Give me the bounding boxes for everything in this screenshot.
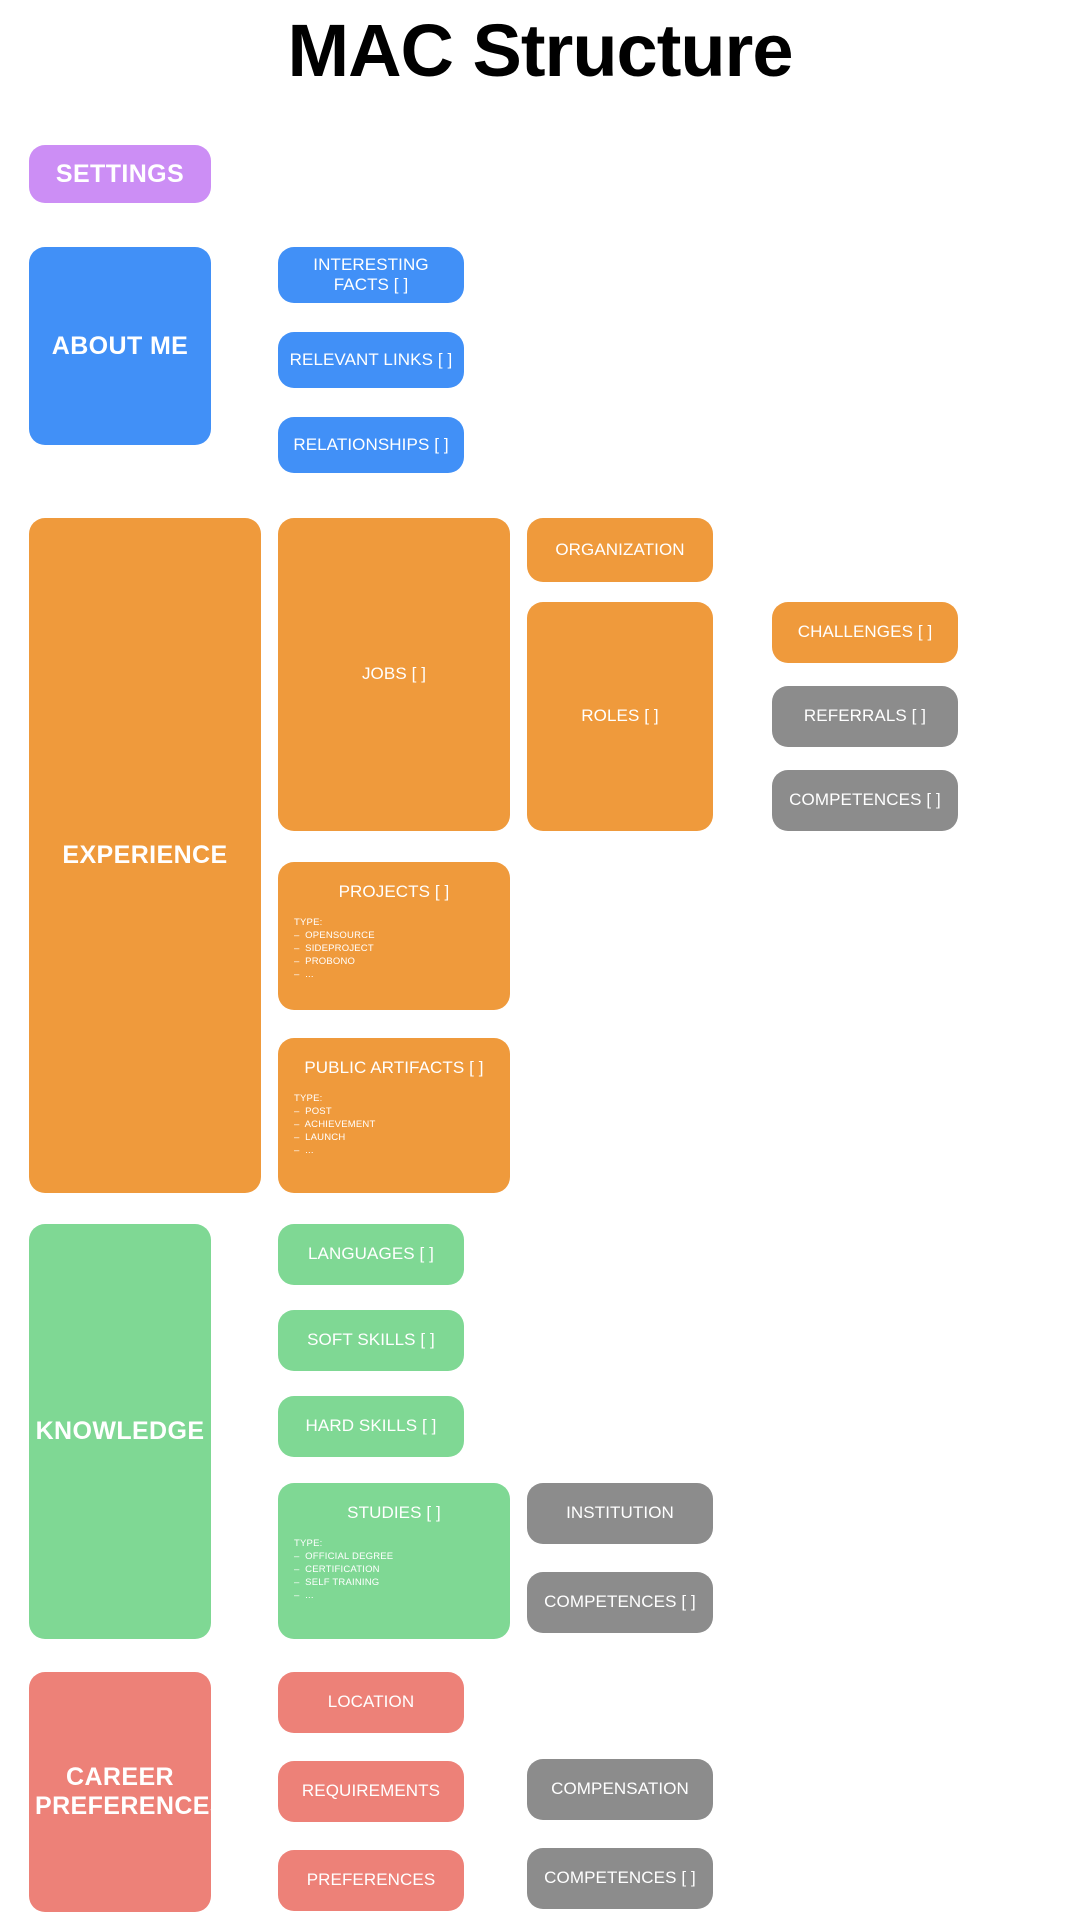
node-public-artifacts[interactable]: PUBLIC ARTIFACTS [ ] TYPE: – POST – ACHI… bbox=[278, 1038, 510, 1193]
node-knowledge-label: KNOWLEDGE bbox=[35, 1417, 205, 1446]
node-relevant-links[interactable]: RELEVANT LINKS [ ] bbox=[278, 332, 464, 388]
studies-type-item: – CERTIFICATION bbox=[294, 1564, 380, 1576]
node-relationships-label: RELATIONSHIPS [ ] bbox=[293, 434, 449, 454]
node-location-label: LOCATION bbox=[327, 1692, 415, 1712]
node-competences-studies-label: COMPETENCES [ ] bbox=[544, 1592, 696, 1612]
node-studies-label: STUDIES [ ] bbox=[347, 1503, 441, 1522]
public-artifacts-type-item: – POST bbox=[294, 1106, 332, 1118]
studies-type-item: – ... bbox=[294, 1590, 314, 1602]
node-experience-label: EXPERIENCE bbox=[62, 841, 228, 870]
node-career-preferences-label-line1: CAREER bbox=[66, 1763, 174, 1792]
node-knowledge[interactable]: KNOWLEDGE bbox=[29, 1224, 211, 1639]
node-languages-label: LANGUAGES [ ] bbox=[307, 1244, 434, 1264]
node-settings-label: SETTINGS bbox=[55, 159, 185, 188]
node-studies[interactable]: STUDIES [ ] TYPE: – OFFICIAL DEGREE – CE… bbox=[278, 1483, 510, 1639]
node-about-me-label: ABOUT ME bbox=[51, 331, 189, 360]
node-challenges[interactable]: CHALLENGES [ ] bbox=[772, 602, 958, 663]
projects-type-list: TYPE: – OPENSOURCE – SIDEPROJECT – PROBO… bbox=[278, 916, 375, 981]
node-interesting-facts[interactable]: INTERESTING FACTS [ ] bbox=[278, 247, 464, 303]
node-competences-preferences[interactable]: COMPETENCES [ ] bbox=[527, 1848, 713, 1909]
node-institution[interactable]: INSTITUTION bbox=[527, 1483, 713, 1544]
node-preferences-label: PREFERENCES bbox=[306, 1870, 436, 1890]
node-jobs[interactable]: JOBS [ ] bbox=[278, 518, 510, 831]
page-title: MAC Structure bbox=[287, 9, 793, 92]
node-jobs-label: JOBS [ ] bbox=[361, 664, 427, 684]
node-challenges-label: CHALLENGES [ ] bbox=[797, 622, 933, 642]
studies-type-list: TYPE: – OFFICIAL DEGREE – CERTIFICATION … bbox=[278, 1537, 393, 1602]
projects-type-item: – SIDEPROJECT bbox=[294, 943, 374, 955]
node-organization[interactable]: ORGANIZATION bbox=[527, 518, 713, 582]
node-public-artifacts-label: PUBLIC ARTIFACTS [ ] bbox=[304, 1058, 484, 1077]
node-competences-studies[interactable]: COMPETENCES [ ] bbox=[527, 1572, 713, 1633]
projects-type-item: – OPENSOURCE bbox=[294, 930, 375, 942]
public-artifacts-type-item: – LAUNCH bbox=[294, 1132, 346, 1144]
studies-type-item: – SELF TRAINING bbox=[294, 1577, 380, 1589]
node-compensation-label: COMPENSATION bbox=[551, 1779, 689, 1799]
public-artifacts-type-heading: TYPE: bbox=[294, 1093, 323, 1105]
node-hard-skills[interactable]: HARD SKILLS [ ] bbox=[278, 1396, 464, 1457]
node-referrals-label: REFERRALS [ ] bbox=[803, 706, 927, 726]
studies-type-heading: TYPE: bbox=[294, 1538, 323, 1550]
node-projects-label: PROJECTS [ ] bbox=[338, 882, 450, 901]
node-roles[interactable]: ROLES [ ] bbox=[527, 602, 713, 831]
public-artifacts-type-list: TYPE: – POST – ACHIEVEMENT – LAUNCH – ..… bbox=[278, 1092, 375, 1157]
node-roles-label: ROLES [ ] bbox=[581, 706, 659, 726]
public-artifacts-type-item: – ... bbox=[294, 1145, 314, 1157]
node-soft-skills[interactable]: SOFT SKILLS [ ] bbox=[278, 1310, 464, 1371]
projects-type-item: – PROBONO bbox=[294, 956, 356, 968]
node-location[interactable]: LOCATION bbox=[278, 1672, 464, 1733]
node-settings[interactable]: SETTINGS bbox=[29, 145, 211, 203]
node-experience[interactable]: EXPERIENCE bbox=[29, 518, 261, 1193]
projects-type-item: – ... bbox=[294, 969, 314, 981]
node-relationships[interactable]: RELATIONSHIPS [ ] bbox=[278, 417, 464, 473]
node-hard-skills-label: HARD SKILLS [ ] bbox=[305, 1416, 437, 1436]
node-career-preferences[interactable]: CAREER PREFERENCES bbox=[29, 1672, 211, 1912]
node-preferences[interactable]: PREFERENCES bbox=[278, 1850, 464, 1911]
node-competences-roles[interactable]: COMPETENCES [ ] bbox=[772, 770, 958, 831]
studies-type-item: – OFFICIAL DEGREE bbox=[294, 1551, 394, 1563]
node-interesting-facts-label: INTERESTING FACTS [ ] bbox=[313, 254, 429, 294]
projects-type-heading: TYPE: bbox=[294, 917, 323, 929]
node-institution-label: INSTITUTION bbox=[566, 1503, 674, 1523]
node-languages[interactable]: LANGUAGES [ ] bbox=[278, 1224, 464, 1285]
node-relevant-links-label: RELEVANT LINKS [ ] bbox=[289, 349, 453, 369]
node-requirements[interactable]: REQUIREMENTS bbox=[278, 1761, 464, 1822]
node-projects[interactable]: PROJECTS [ ] TYPE: – OPENSOURCE – SIDEPR… bbox=[278, 862, 510, 1010]
public-artifacts-type-item: – ACHIEVEMENT bbox=[294, 1119, 376, 1131]
node-soft-skills-label: SOFT SKILLS [ ] bbox=[307, 1330, 435, 1350]
node-requirements-label: REQUIREMENTS bbox=[301, 1781, 441, 1801]
node-about-me[interactable]: ABOUT ME bbox=[29, 247, 211, 445]
node-competences-roles-label: COMPETENCES [ ] bbox=[789, 790, 941, 810]
node-career-preferences-label-line2: PREFERENCES bbox=[35, 1792, 211, 1820]
node-compensation[interactable]: COMPENSATION bbox=[527, 1759, 713, 1820]
node-referrals[interactable]: REFERRALS [ ] bbox=[772, 686, 958, 747]
node-organization-label: ORGANIZATION bbox=[555, 539, 685, 559]
node-competences-preferences-label: COMPETENCES [ ] bbox=[544, 1868, 696, 1888]
